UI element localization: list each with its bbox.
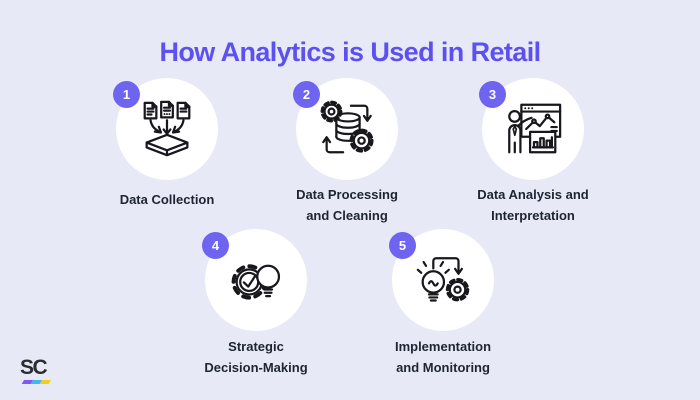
underline-segment-yellow: [39, 380, 52, 384]
lightbulb-arrow-gear-icon: [412, 249, 474, 311]
step-5-label-line2: and Monitoring: [396, 360, 490, 375]
step-4-circle: 4: [202, 229, 307, 331]
brand-logo: SC: [20, 356, 52, 384]
step-1-label-line1: Data Collection: [119, 192, 215, 207]
step-1-circle: 1: [113, 78, 218, 180]
presenter-with-charts-icon: [502, 98, 564, 160]
step-2-label-line1: Data Processing: [296, 187, 398, 202]
step-1-label: Data Collection: [67, 189, 267, 210]
step-2-label: Data Processing and Cleaning: [247, 184, 447, 226]
step-4-label: Strategic Decision-Making: [156, 336, 356, 378]
brand-logo-underline: [21, 380, 52, 384]
page-title: How Analytics is Used in Retail: [159, 37, 541, 67]
step-3-label-line2: Interpretation: [491, 208, 575, 223]
step-3-label-line1: Data Analysis and: [477, 187, 589, 202]
step-5-label: Implementation and Monitoring: [343, 336, 543, 378]
step-3-label: Data Analysis and Interpretation: [433, 184, 633, 226]
documents-into-storage-icon: [136, 98, 198, 160]
gear-checkmark-lightbulb-icon: [225, 249, 287, 311]
step-3-circle: 3: [479, 78, 584, 180]
step-5-label-line1: Implementation: [394, 339, 492, 354]
step-4-label-line2: Decision-Making: [204, 360, 308, 375]
step-5-number-badge: 5: [389, 232, 416, 259]
step-5-circle: 5: [389, 229, 494, 331]
step-4-label-line1: Strategic: [228, 339, 284, 354]
step-3-number-badge: 3: [479, 81, 506, 108]
step-4-number-badge: 4: [202, 232, 229, 259]
brand-logo-text: SC: [20, 356, 48, 379]
step-2-circle: 2: [293, 78, 398, 180]
step-1-number-badge: 1: [113, 81, 140, 108]
database-gears-cycle-icon: [316, 98, 378, 160]
step-2-number-badge: 2: [293, 81, 320, 108]
step-2-label-line2: and Cleaning: [306, 208, 388, 223]
